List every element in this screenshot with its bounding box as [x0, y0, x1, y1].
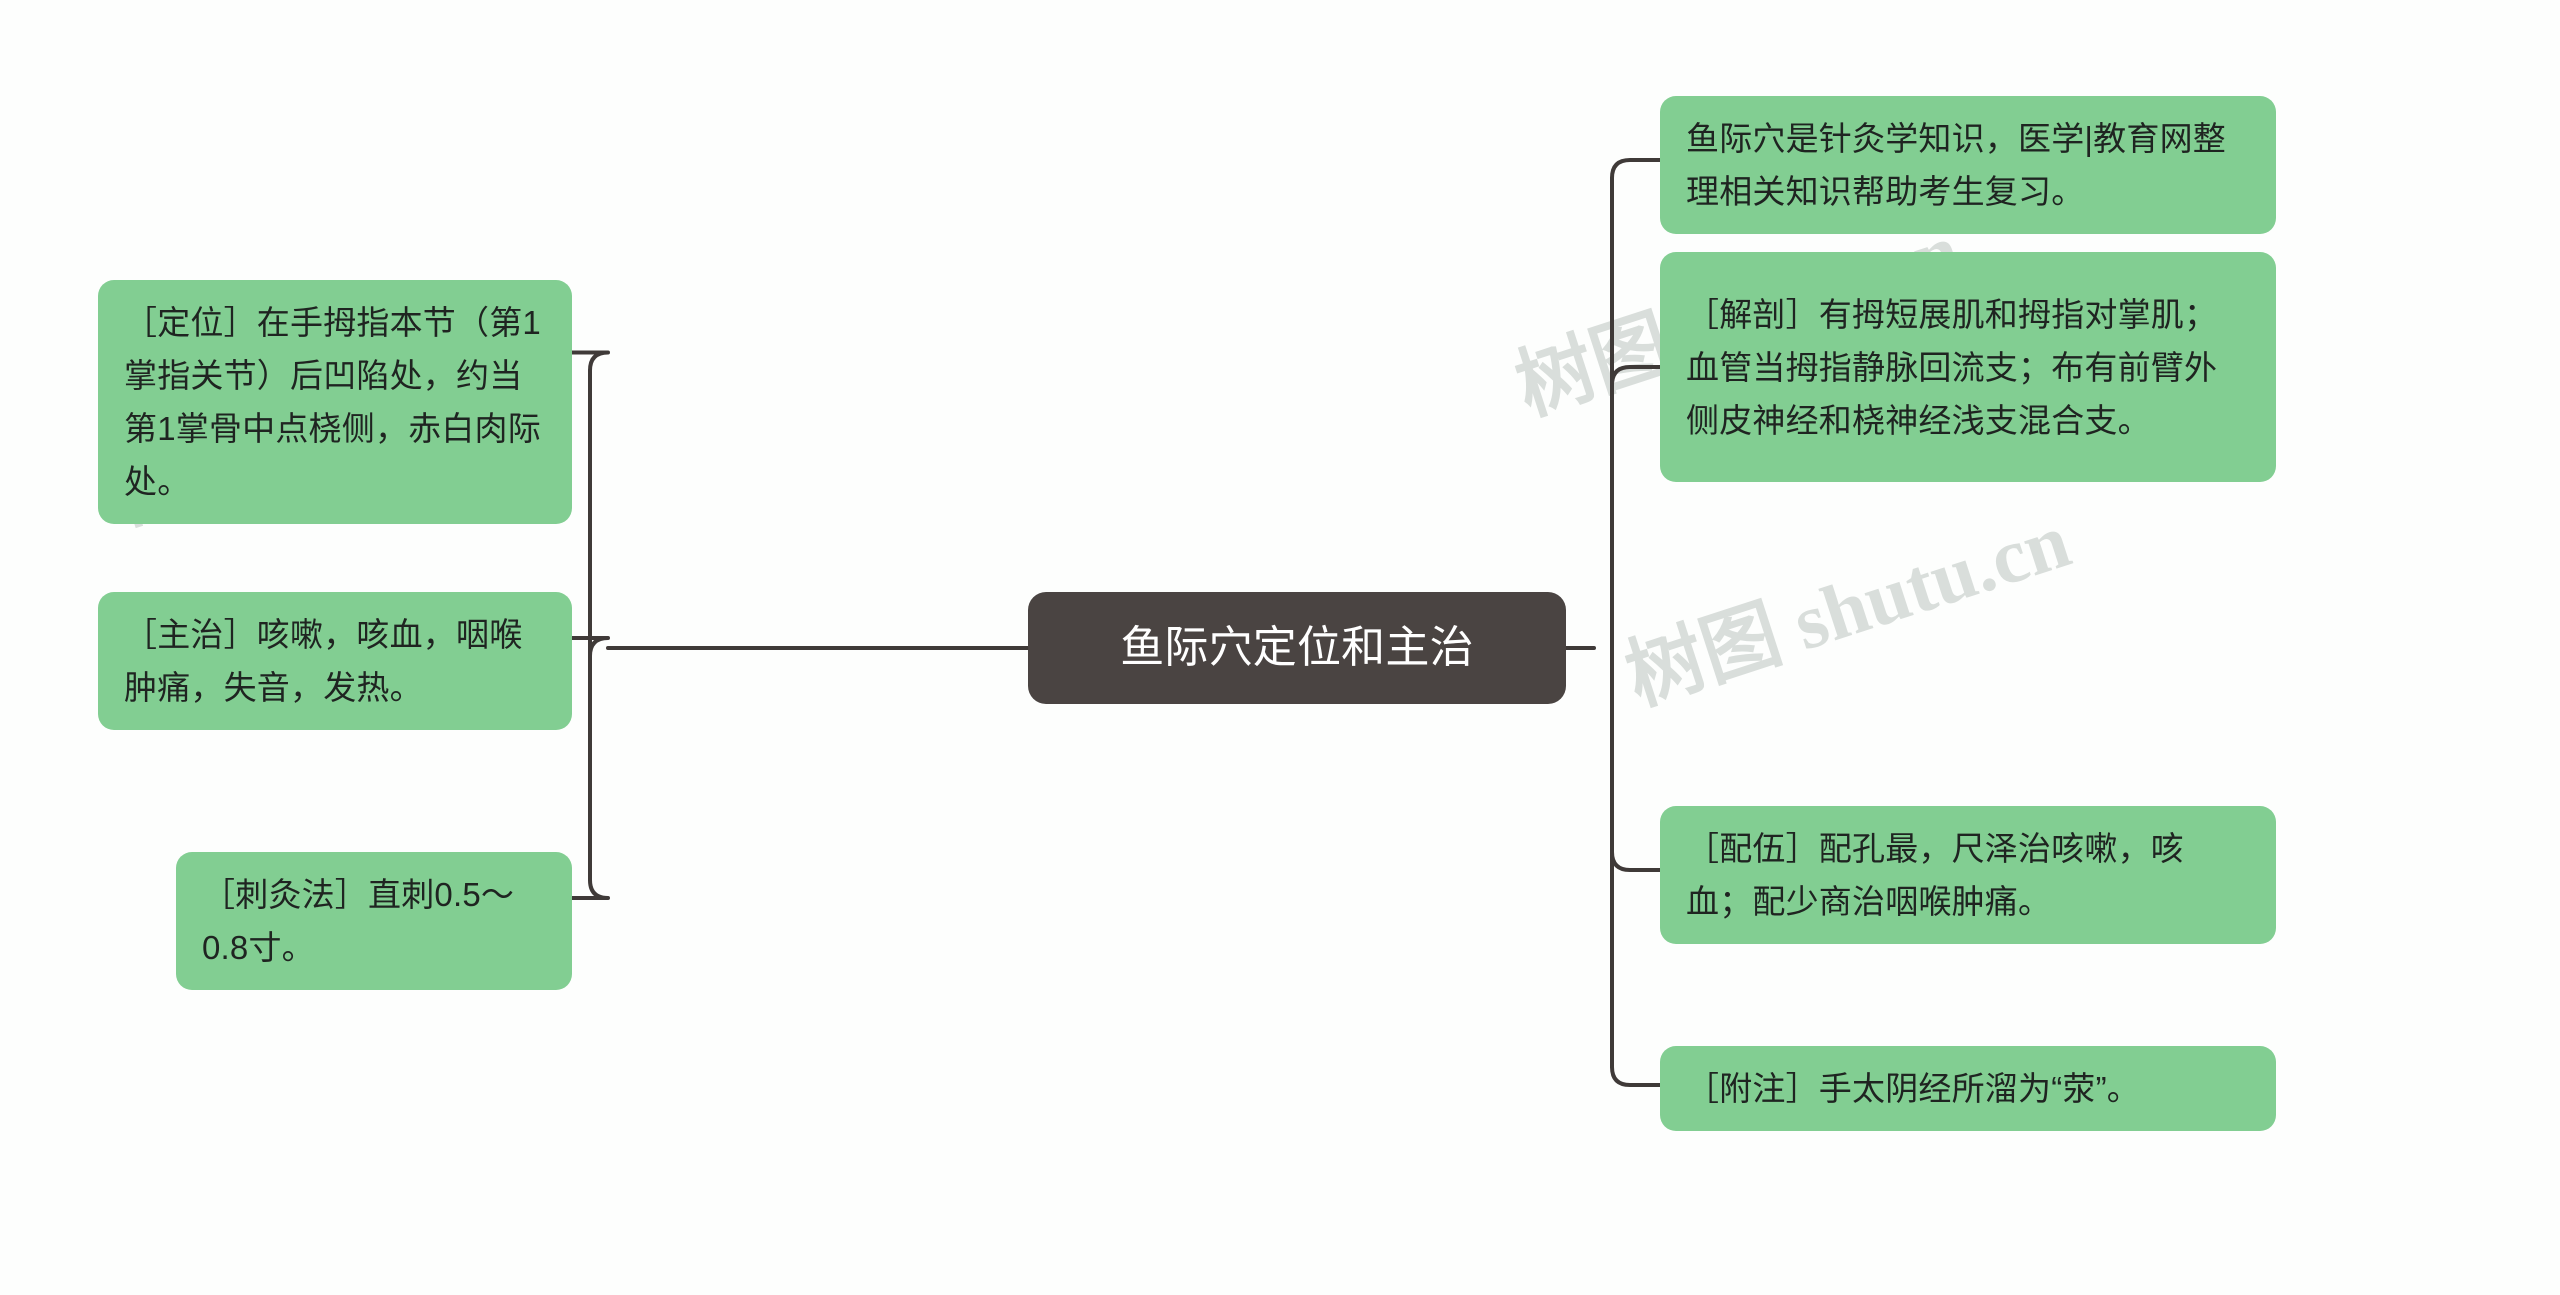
- node-intro[interactable]: 鱼际穴是针灸学知识，医学|教育网整理相关知识帮助考生复习。: [1660, 96, 2276, 234]
- connector-right-2: [1610, 365, 1662, 387]
- connector-right-4: [1610, 1065, 1662, 1087]
- node-intro-label: 鱼际穴是针灸学知识，医学|教育网整理相关知识帮助考生复习。: [1686, 120, 2226, 210]
- node-jiepou[interactable]: ［解剖］有拇短展肌和拇指对掌肌；血管当拇指静脉回流支；布有前臂外侧皮神经和桡神经…: [1660, 252, 2276, 482]
- connector-right-1: [1610, 158, 1662, 180]
- node-peiwu-label: ［配伍］配孔最，尺泽治咳嗽，咳血；配少商治咽喉肿痛。: [1686, 830, 2184, 920]
- watermark: 树图 shutu.cn: [1615, 496, 2080, 721]
- connector-right-3: [1610, 850, 1662, 872]
- connector-left-3: [570, 878, 610, 900]
- node-dingwei-label: ［定位］在手拇指本节（第1掌指关节）后凹陷处，约当第1掌骨中点桡侧，赤白肉际处。: [124, 304, 541, 500]
- node-cijiufa-label: ［刺灸法］直刺0.5～0.8寸。: [202, 876, 515, 966]
- node-jiepou-label: ［解剖］有拇短展肌和拇指对掌肌；血管当拇指静脉回流支；布有前臂外侧皮神经和桡神经…: [1686, 295, 2218, 439]
- node-fuzhu-label: ［附注］手太阴经所溜为“荥”。: [1686, 1070, 2140, 1107]
- node-fuzhu[interactable]: ［附注］手太阴经所溜为“荥”。: [1660, 1046, 2276, 1131]
- node-zhuzhi[interactable]: ［主治］咳嗽，咳血，咽喉肿痛，失音，发热。: [98, 592, 572, 730]
- connector-left-2: [570, 636, 610, 658]
- node-cijiufa[interactable]: ［刺灸法］直刺0.5～0.8寸。: [176, 852, 572, 990]
- node-zhuzhi-label: ［主治］咳嗽，咳血，咽喉肿痛，失音，发热。: [124, 616, 523, 706]
- connector-left-1: [570, 350, 610, 373]
- root-node[interactable]: 鱼际穴定位和主治: [1028, 592, 1566, 704]
- node-peiwu[interactable]: ［配伍］配孔最，尺泽治咳嗽，咳血；配少商治咽喉肿痛。: [1660, 806, 2276, 944]
- root-node-label: 鱼际穴定位和主治: [1120, 623, 1474, 672]
- node-dingwei[interactable]: ［定位］在手拇指本节（第1掌指关节）后凹陷处，约当第1掌骨中点桡侧，赤白肉际处。: [98, 280, 572, 524]
